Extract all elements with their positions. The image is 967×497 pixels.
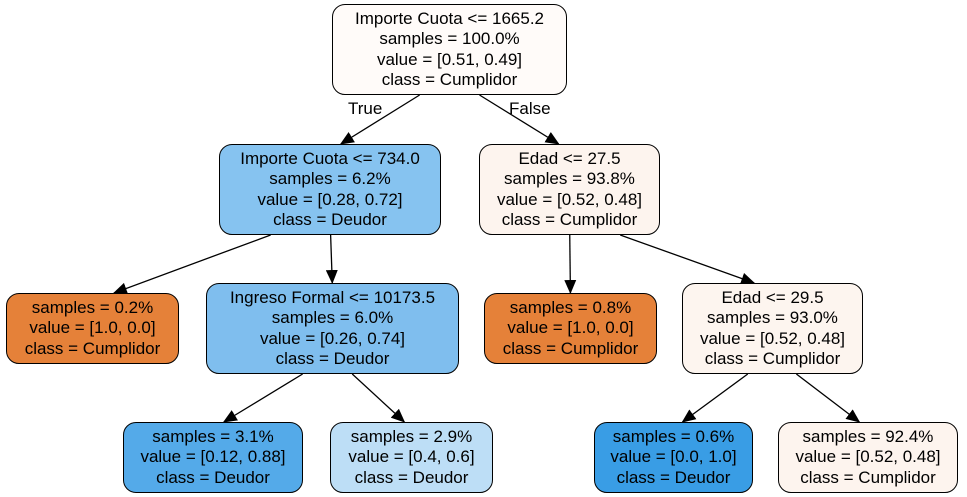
node-text-line: samples = 6.0% bbox=[271, 308, 394, 327]
node-text-line: class = Cumplidor bbox=[381, 70, 518, 89]
node-text-line: class = Deudor bbox=[275, 349, 390, 368]
false-branch-label: False bbox=[509, 99, 551, 118]
node-text-line: samples = 0.2% bbox=[31, 297, 154, 317]
node-text-line: samples = 3.1% bbox=[152, 426, 274, 446]
node-text-line: class = Deudor bbox=[273, 210, 387, 229]
edge-n2-n6 bbox=[620, 234, 756, 285]
node-text-line: Importe Cuota <= 734.0 bbox=[240, 148, 420, 168]
tree-node-n9: samples = 0.6%value = [0.0, 1.0]class = … bbox=[594, 422, 753, 493]
node-text-line: samples = 92.4% bbox=[802, 426, 934, 446]
edge-n0-n2 bbox=[479, 94, 560, 145]
node-text-line: value = [1.0, 0.0] bbox=[29, 318, 156, 338]
node-text-line: value = [0.52, 0.48] bbox=[699, 328, 846, 348]
node-text-line: class = Cumplidor bbox=[502, 338, 639, 358]
node-text-line: samples = 0.6% bbox=[612, 426, 735, 446]
node-text-line: value = [0.0, 1.0] bbox=[610, 447, 737, 467]
edge-n4-n8 bbox=[351, 373, 406, 423]
node-text-line: value = [0.52, 0.48] bbox=[496, 189, 643, 209]
node-text-line: Edad <= 29.5 bbox=[721, 287, 824, 307]
node-text-line: Edad <= 27.5 bbox=[518, 148, 621, 168]
tree-node-n10: samples = 92.4%value = [0.52, 0.48]class… bbox=[778, 422, 958, 493]
true-branch-label: True bbox=[348, 99, 383, 118]
node-text-line: value = [0.52, 0.48] bbox=[795, 447, 941, 467]
node-text-line: class = Cumplidor bbox=[704, 349, 841, 368]
node-text-line: value = [0.51, 0.49] bbox=[376, 49, 523, 69]
node-text-line: value = [0.26, 0.74] bbox=[259, 328, 406, 348]
node-text-line: value = [0.4, 0.6] bbox=[348, 447, 475, 467]
node-text-line: value = [0.12, 0.88] bbox=[140, 447, 286, 467]
node-text-line: Ingreso Formal <= 10173.5 bbox=[229, 287, 436, 307]
node-text-line: class = Deudor bbox=[354, 467, 469, 487]
edge-n1-n3 bbox=[112, 234, 271, 295]
tree-node-n3: samples = 0.2%value = [1.0, 0.0]class = … bbox=[6, 293, 179, 364]
tree-node-n5: samples = 0.8%value = [1.0, 0.0]class = … bbox=[484, 293, 657, 364]
node-text-line: class = Deudor bbox=[616, 467, 731, 487]
edge-n2-n5 bbox=[564, 234, 577, 294]
edge-n6-n9 bbox=[681, 373, 749, 423]
node-text-line: Importe Cuota <= 1665.2 bbox=[354, 8, 545, 28]
node-text-line: samples = 100.0% bbox=[379, 29, 520, 48]
node-text-line: value = [0.28, 0.72] bbox=[257, 189, 403, 209]
node-text-line: value = [1.0, 0.0] bbox=[507, 318, 634, 338]
node-text-line: samples = 93.8% bbox=[504, 169, 635, 188]
node-text-line: class = Cumplidor bbox=[24, 338, 161, 358]
edge-n1-n4 bbox=[325, 234, 338, 284]
node-text-line: samples = 0.8% bbox=[509, 297, 632, 317]
edge-n6-n10 bbox=[795, 373, 861, 423]
tree-node-n7: samples = 3.1%value = [0.12, 0.88]class … bbox=[123, 422, 303, 493]
node-text-line: class = Cumplidor bbox=[501, 210, 638, 229]
node-text-line: samples = 2.9% bbox=[350, 426, 473, 446]
edge-n4-n7 bbox=[222, 373, 303, 423]
node-text-line: samples = 93.0% bbox=[707, 308, 838, 327]
edge-n0-n1 bbox=[339, 94, 420, 145]
node-text-line: class = Deudor bbox=[156, 467, 270, 487]
tree-node-n8: samples = 2.9%value = [0.4, 0.6]class = … bbox=[330, 422, 493, 493]
node-text-line: samples = 6.2% bbox=[269, 169, 391, 188]
node-text-line: class = Cumplidor bbox=[800, 467, 936, 487]
